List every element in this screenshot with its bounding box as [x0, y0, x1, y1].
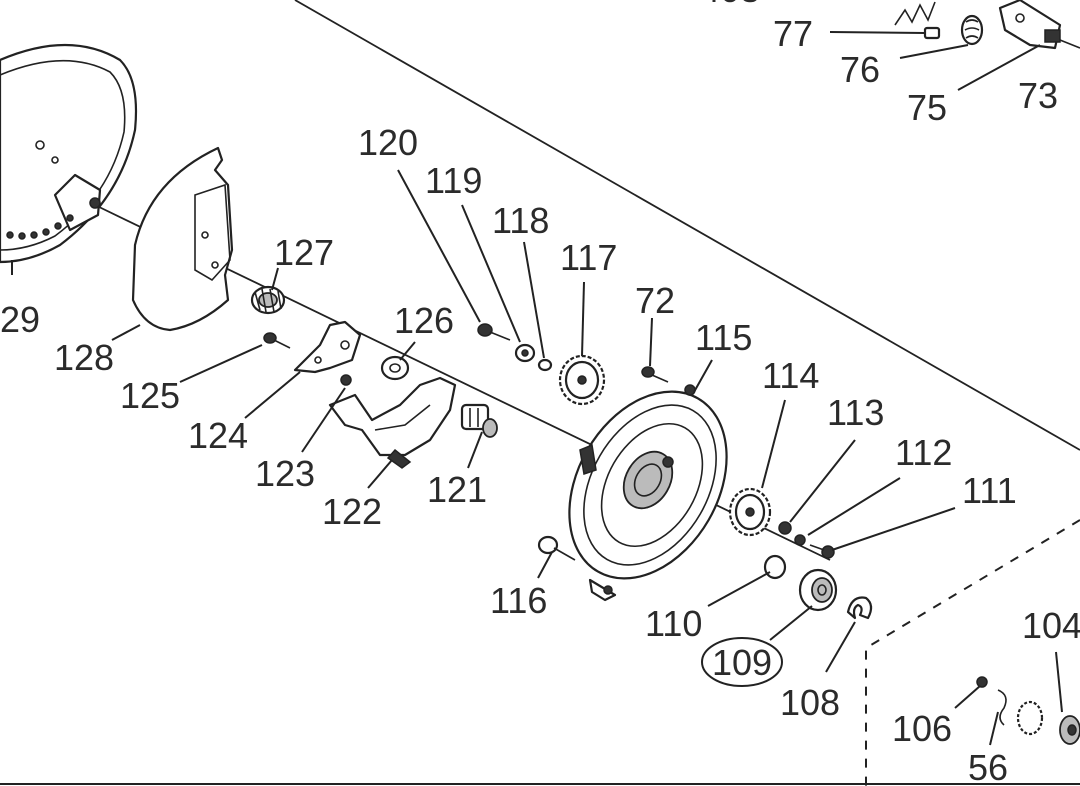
label-56: 56: [968, 747, 1008, 786]
part-120-screw: [477, 323, 511, 341]
label-111: 111: [962, 470, 1017, 511]
part-121-screw: [460, 403, 498, 438]
label-408: 408: [700, 0, 760, 10]
label-126: 126: [394, 300, 454, 341]
part-124-bracket: [293, 320, 362, 374]
part-128-cover-plate: [131, 146, 234, 332]
part-126-washer: [380, 355, 410, 381]
part-114-gear: [728, 487, 772, 537]
part-119-washer: [514, 343, 536, 363]
label-115: 115: [695, 317, 752, 358]
label-113: 113: [827, 392, 884, 433]
label-109: 109: [712, 642, 772, 683]
label-108: 108: [780, 682, 840, 723]
label-114: 114: [762, 355, 819, 396]
label-77: 77: [773, 13, 813, 54]
label-124: 124: [188, 415, 248, 456]
part-115-frame-housing: [568, 384, 728, 602]
part-123-pin: [340, 374, 352, 386]
label-123: 123: [255, 453, 315, 494]
part-72-screw: [641, 366, 669, 383]
label-106: 106: [892, 708, 952, 749]
label-118: 118: [492, 200, 549, 241]
part-125-screw: [263, 332, 291, 349]
label-76: 76: [840, 49, 880, 90]
label-104: 104: [1022, 605, 1080, 646]
label-116: 116: [490, 580, 547, 621]
label-73: 73: [1018, 75, 1058, 116]
label-122: 122: [322, 491, 382, 532]
label-128: 128: [54, 337, 114, 378]
part-122-lever: [328, 376, 457, 469]
label-120: 120: [358, 122, 418, 163]
part-104-gear: [1016, 700, 1080, 745]
label-127: 127: [274, 232, 334, 273]
part-106-screw: [976, 676, 988, 688]
part-77-spring: [894, 1, 941, 40]
part-29-side-plate: [0, 43, 138, 264]
label-121: 121: [427, 469, 487, 510]
leader-lines: [11, 31, 1063, 746]
part-108-clip: [846, 596, 873, 620]
label-125: 125: [120, 375, 180, 416]
part-112-spacer: [794, 534, 806, 546]
part-111-screw: [809, 544, 835, 559]
label-72: 72: [635, 280, 675, 321]
label-112: 112: [895, 432, 952, 473]
label-75: 75: [907, 87, 947, 128]
part-118-spacer: [537, 358, 553, 372]
part-56-spring: [997, 689, 1007, 726]
label-110: 110: [645, 603, 702, 644]
part-127-bushing: [250, 285, 286, 315]
part-110-washer: [763, 554, 787, 580]
label-117: 117: [560, 237, 617, 278]
part-73-latch: [998, 0, 1080, 50]
part-109-bearing: [798, 568, 838, 612]
part-117-gear: [558, 354, 606, 406]
part-113-washer: [778, 521, 792, 535]
part-75-coil-spring: [960, 14, 984, 46]
callout-circle-109: [701, 637, 783, 687]
part-116-screw: [537, 535, 576, 561]
section-divider-line: [294, 0, 1080, 451]
label-119: 119: [425, 160, 482, 201]
label-29: 29: [0, 299, 40, 340]
